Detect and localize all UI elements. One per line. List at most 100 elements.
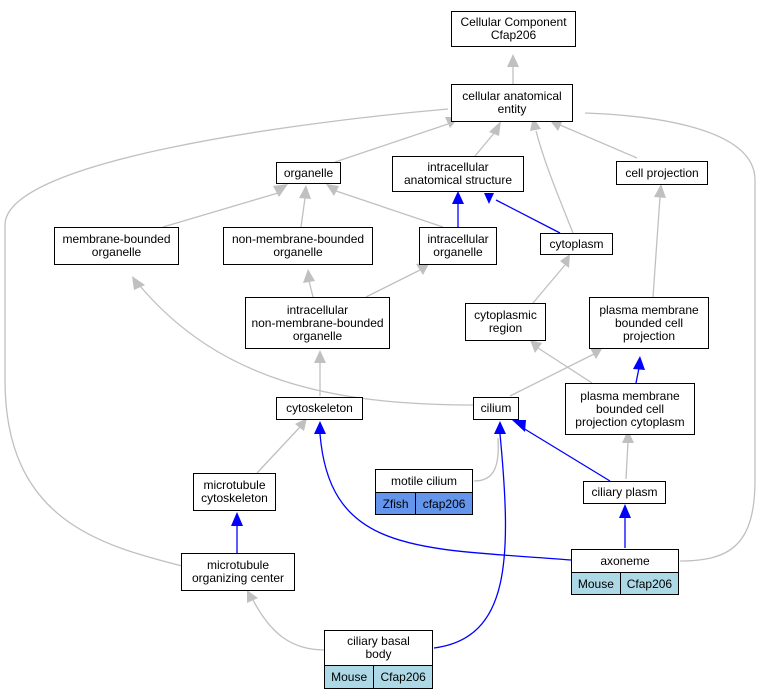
edge-cilium-to-pmbcp (509, 353, 595, 397)
edge-ciliaryplasm-to-pmbcpc (625, 441, 629, 480)
node-label: microtubule organizing center (191, 558, 285, 585)
edge-cytoplasm-to-cae (535, 130, 574, 234)
node-microtubule-organizing-center[interactable]: microtubule organizing center (181, 553, 295, 591)
arrowhead (507, 54, 519, 67)
node-label: cell projection (625, 165, 699, 180)
node-label: cilium (480, 401, 512, 415)
edge-mbo-to-organelle (162, 192, 279, 228)
node-organelle[interactable]: organelle (276, 162, 341, 184)
node-label: motile cilium (390, 473, 457, 488)
annotation-axoneme[interactable]: Mouse Cfap206 (571, 572, 679, 595)
node-microtubule-cytoskeleton[interactable]: microtubule cytoskeleton (193, 473, 276, 511)
annotation-motile-cilium[interactable]: Zfish cfap206 (375, 492, 473, 515)
arrowhead (530, 340, 542, 353)
node-label: non-membrane-bounded organelle (231, 232, 365, 259)
arrowhead (494, 421, 506, 434)
node-cellular-component[interactable]: Cellular Component Cfap206 (451, 11, 576, 47)
arrowhead (512, 420, 526, 432)
arrowhead (326, 184, 339, 196)
node-intracellular-organelle[interactable]: intracellular organelle (419, 227, 497, 265)
arrowhead (633, 356, 645, 370)
edge-motile-to-cilium (473, 437, 499, 482)
node-cytoplasm[interactable]: cytoplasm (540, 233, 613, 255)
node-intracellular-non-membrane-bounded-organelle[interactable]: intracellular non-membrane-bounded organ… (245, 297, 390, 349)
arrowhead (231, 512, 243, 526)
annotation-ciliary-basal-body[interactable]: Mouse Cfap206 (324, 665, 433, 689)
edge-io-to-organelle (335, 190, 444, 228)
node-cilium[interactable]: cilium (473, 397, 519, 420)
arrowhead (295, 418, 307, 431)
node-cytoskeleton[interactable]: cytoskeleton (276, 397, 363, 420)
arrowhead (416, 262, 430, 275)
node-label: microtubule cytoskeleton (201, 478, 268, 505)
arrowhead (452, 191, 464, 204)
arrowhead (654, 184, 666, 198)
annotation-species: Mouse (331, 670, 368, 684)
annotation-species: Mouse (577, 576, 614, 591)
arrowhead (560, 254, 570, 268)
edge-organelle-to-cae (334, 123, 449, 163)
annotation-species: Zfish (382, 496, 409, 511)
edge-cytoplasm-partof-ias (495, 199, 561, 234)
node-membrane-bounded-organelle[interactable]: membrane-bounded organelle (54, 227, 179, 265)
edge-cilium-to-mbo (139, 285, 475, 406)
edge-pmbcpc-partof-pmbcp (635, 367, 640, 384)
node-label: cytoplasm (549, 236, 604, 251)
node-cell-projection[interactable]: cell projection (616, 161, 708, 185)
node-label: plasma membrane bounded cell projection … (575, 388, 685, 429)
edge-mtcyto-to-cytoskeleton (256, 426, 301, 474)
edge-ciliaryplasm-partof-cilium (522, 427, 611, 482)
edge-ias-to-cae (474, 131, 496, 157)
node-label: intracellular organelle (427, 232, 489, 259)
node-label: Cellular Component Cfap206 (460, 15, 567, 42)
arrowhead (314, 421, 326, 434)
arrowhead (314, 350, 326, 363)
annotation-gene: Cfap206 (619, 573, 678, 594)
edge-nmbo-to-organelle (300, 197, 306, 228)
node-label: cytoplasmic region (474, 308, 537, 335)
edge-inmbo-to-io (365, 269, 421, 298)
node-intracellular-anatomical-structure[interactable]: intracellular anatomical structure (392, 156, 524, 192)
node-plasma-membrane-bounded-cell-projection[interactable]: plasma membrane bounded cell projection (589, 297, 709, 349)
edge-cytoregion-to-cytoplasm (532, 264, 566, 304)
arrowhead (247, 590, 258, 603)
arrowhead (590, 347, 603, 359)
arrowhead (299, 185, 311, 199)
annotation-gene: Cfap206 (373, 666, 432, 688)
arrowhead (622, 430, 634, 443)
node-ciliary-basal-body[interactable]: ciliary basal body (324, 630, 433, 666)
node-label: ciliary plasm (591, 485, 658, 499)
node-ciliary-plasm[interactable]: ciliary plasm (583, 481, 666, 504)
arrowhead (484, 193, 494, 204)
edge-pmbcpc-to-cytoregion (537, 347, 593, 384)
node-label: intracellular non-membrane-bounded organ… (251, 302, 384, 343)
edge-axoneme-partof-cytoskeleton (319, 433, 572, 561)
edge-basalbody-to-mtoc (252, 599, 326, 651)
arrowhead (489, 121, 501, 136)
edge-mtoc-to-cae (4, 108, 449, 567)
node-label: cytoskeleton (286, 401, 353, 415)
node-cellular-anatomical-entity[interactable]: cellular anatomical entity (451, 84, 573, 122)
node-label: membrane-bounded organelle (62, 232, 171, 259)
node-non-membrane-bounded-organelle[interactable]: non-membrane-bounded organelle (223, 227, 373, 265)
node-axoneme[interactable]: axoneme (571, 549, 679, 573)
arrowhead (132, 276, 145, 290)
edge-basalbody-partof-cilium (433, 433, 507, 649)
node-label: cellular anatomical entity (462, 89, 562, 116)
node-label: intracellular anatomical structure (403, 160, 513, 187)
node-motile-cilium[interactable]: motile cilium (375, 469, 473, 493)
arrowhead (273, 184, 288, 197)
node-label: axoneme (600, 553, 650, 568)
edge-cellprojection-to-cae (559, 124, 638, 159)
edge-axoneme-to-cae (584, 112, 756, 562)
arrowhead (303, 269, 315, 283)
node-label: plasma membrane bounded cell projection (599, 302, 699, 343)
node-label: ciliary basal body (347, 634, 410, 661)
node-plasma-membrane-bounded-cell-projection-cytoplasm[interactable]: plasma membrane bounded cell projection … (565, 383, 695, 435)
edge-pmbcp-to-cellprojection (652, 196, 661, 298)
arrowhead (619, 504, 631, 518)
node-cytoplasmic-region[interactable]: cytoplasmic region (465, 303, 546, 341)
edge-inmbo-to-nmbo (308, 280, 314, 298)
